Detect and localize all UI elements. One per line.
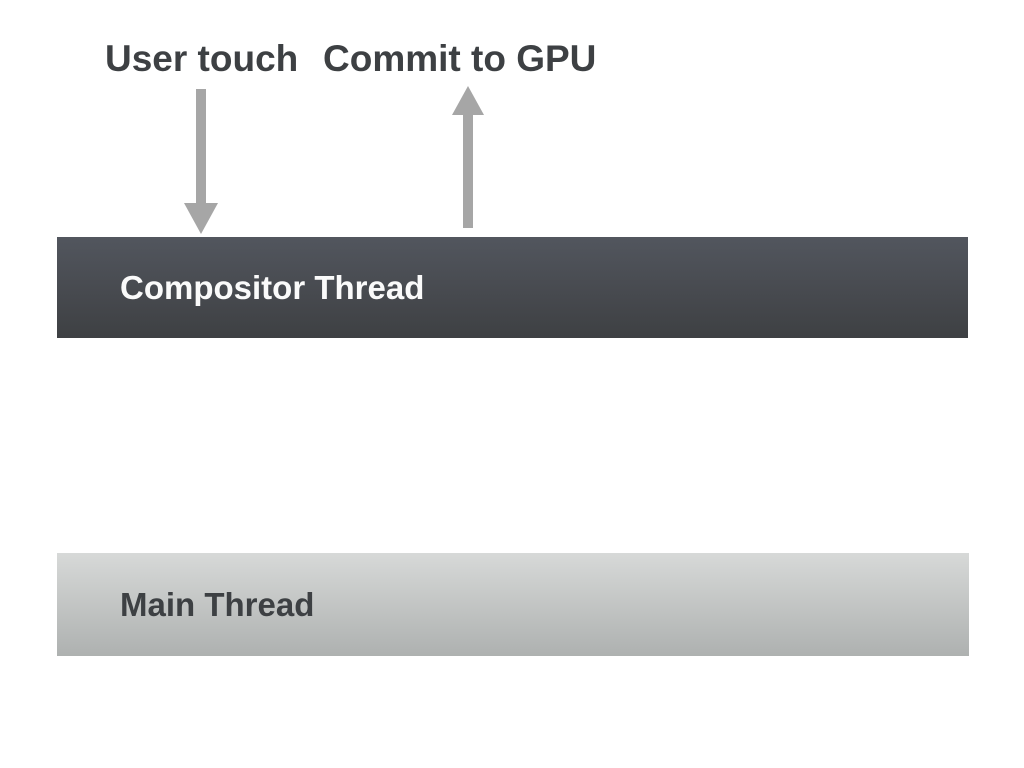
compositor-thread-label: Compositor Thread	[120, 268, 425, 306]
commit-to-gpu-label: Commit to GPU	[323, 38, 597, 79]
down-arrow-icon	[184, 89, 218, 234]
up-arrow-icon	[452, 86, 484, 228]
user-touch-label: User touch	[105, 38, 299, 79]
compositor-thread-bar: Compositor Thread	[57, 237, 968, 338]
main-thread-label: Main Thread	[120, 585, 315, 623]
main-thread-bar: Main Thread	[57, 553, 969, 656]
